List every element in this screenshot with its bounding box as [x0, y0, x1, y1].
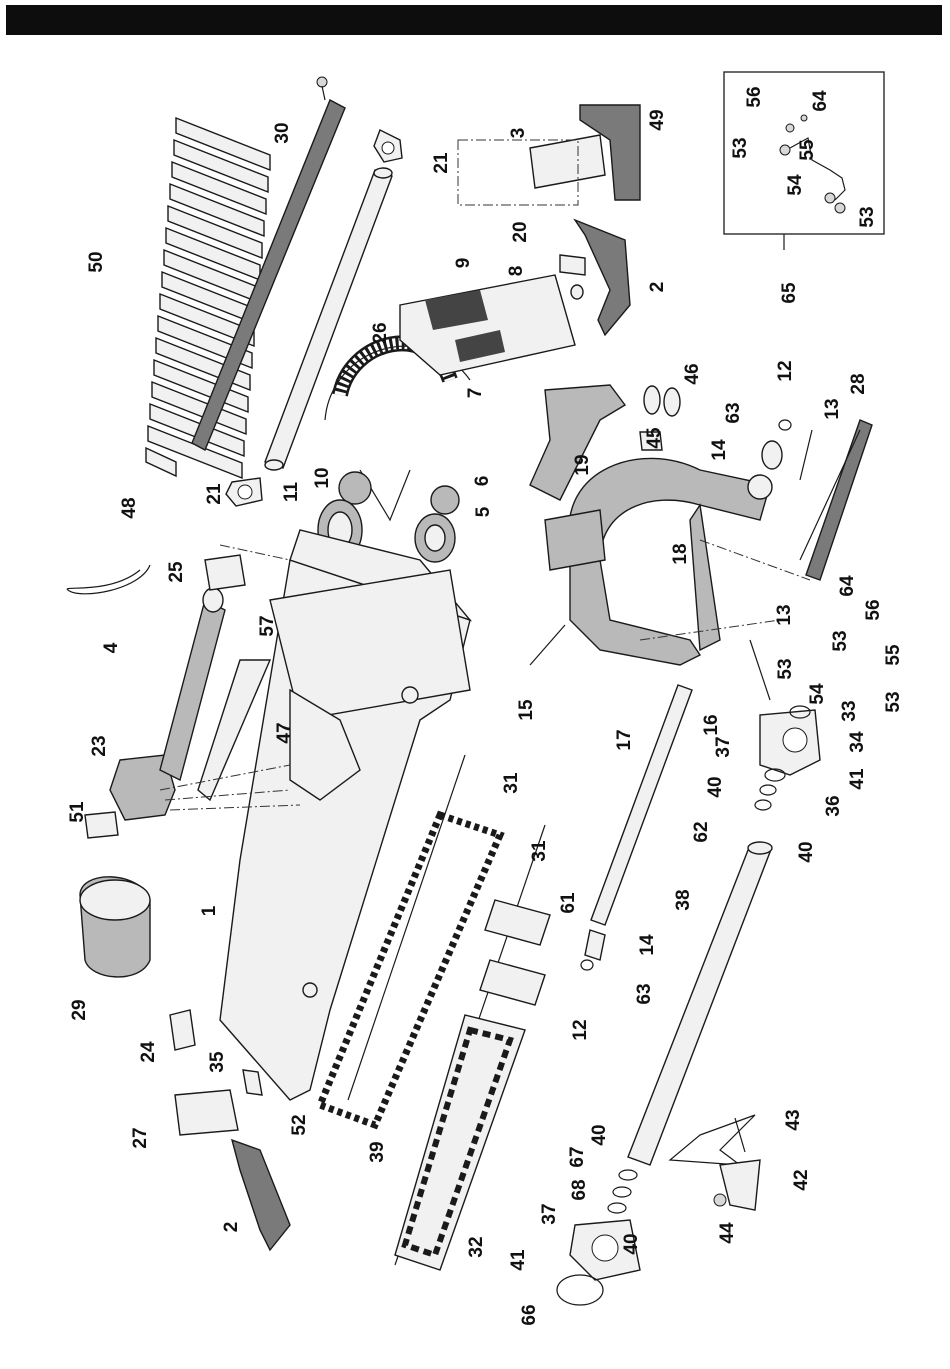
- part-callout-14: 14: [709, 439, 730, 461]
- part-callout-2: 2: [221, 1222, 242, 1233]
- part-callout-4: 4: [101, 642, 122, 653]
- part-callout-62: 62: [691, 821, 712, 842]
- part-callout-27: 27: [130, 1127, 151, 1148]
- part-callout-12: 12: [775, 360, 796, 381]
- part-callout-2: 2: [647, 282, 668, 293]
- part-callout-63: 63: [634, 983, 655, 1004]
- part-callout-16: 16: [701, 714, 722, 735]
- part-callout-21: 21: [204, 483, 225, 505]
- part-callout-46: 46: [682, 363, 703, 384]
- part-callout-52: 52: [289, 1114, 310, 1135]
- part-callout-49: 49: [647, 109, 668, 130]
- part-callout-40: 40: [705, 776, 726, 797]
- belt-cover: [400, 275, 575, 375]
- part-callout-65: 65: [779, 282, 800, 304]
- part-callout-68: 68: [569, 1179, 590, 1200]
- part-callout-56: 56: [744, 86, 765, 107]
- part-callout-64: 64: [810, 90, 831, 112]
- part-callout-67: 67: [567, 1146, 588, 1167]
- part-callout-45: 45: [644, 427, 665, 449]
- part-callout-3: 3: [508, 128, 529, 139]
- part-callout-35: 35: [207, 1051, 228, 1073]
- part-callout-37: 37: [539, 1203, 560, 1224]
- part-callout-63: 63: [723, 402, 744, 423]
- part-callout-30: 30: [272, 122, 293, 143]
- part-callout-33: 33: [839, 700, 860, 721]
- part-callout-54: 54: [807, 683, 828, 705]
- part-callout-38: 38: [673, 889, 694, 910]
- part-callout-11: 11: [281, 482, 302, 503]
- part-callout-25: 25: [166, 561, 187, 583]
- part-callout-1: 1: [199, 905, 220, 916]
- part-callout-8: 8: [506, 266, 527, 277]
- part-callout-29: 29: [69, 999, 90, 1020]
- part-callout-57: 57: [257, 615, 278, 636]
- part-callout-6: 6: [472, 476, 493, 487]
- part-callout-53: 53: [857, 206, 878, 227]
- part-callout-23: 23: [89, 735, 110, 756]
- part-callout-12: 12: [570, 1019, 591, 1040]
- part-callout-15: 15: [516, 699, 537, 721]
- part-callout-64: 64: [837, 575, 858, 597]
- part-callout-47: 47: [274, 722, 295, 743]
- part-callout-36: 36: [823, 795, 844, 816]
- part-callout-55: 55: [797, 139, 818, 161]
- part-callout-31: 31: [529, 840, 550, 862]
- part-callout-7: 7: [465, 388, 486, 399]
- part-callout-26: 26: [370, 322, 391, 343]
- part-callout-17: 17: [614, 729, 635, 750]
- part-callout-9: 9: [453, 258, 474, 269]
- part-callout-41: 41: [847, 768, 868, 790]
- part-callout-39: 39: [367, 1141, 388, 1162]
- part-callout-43: 43: [783, 1109, 804, 1130]
- part-callout-34: 34: [847, 731, 868, 753]
- part-callout-32: 32: [466, 1236, 487, 1257]
- part-callout-53: 53: [830, 630, 851, 651]
- part-callout-28: 28: [848, 373, 869, 394]
- part-callout-40: 40: [621, 1233, 642, 1254]
- part-callout-19: 19: [572, 454, 593, 475]
- part-callout-21: 21: [431, 152, 452, 174]
- part-callout-53: 53: [775, 658, 796, 679]
- part-callout-50: 50: [86, 251, 107, 272]
- part-callout-18: 18: [670, 543, 691, 564]
- part-callout-37: 37: [713, 736, 734, 757]
- part-callout-13: 13: [774, 604, 795, 625]
- part-callout-41: 41: [508, 1249, 529, 1271]
- part-callout-53: 53: [883, 691, 904, 712]
- part-callout-14: 14: [637, 934, 658, 956]
- part-callout-54: 54: [785, 174, 806, 196]
- part-callout-31: 31: [501, 772, 522, 794]
- part-callout-42: 42: [791, 1169, 812, 1190]
- part-callout-56: 56: [863, 599, 884, 620]
- part-callout-51: 51: [67, 801, 88, 823]
- part-callout-40: 40: [796, 841, 817, 862]
- part-callout-53: 53: [730, 137, 751, 158]
- part-callout-66: 66: [519, 1304, 540, 1325]
- part-callout-55: 55: [883, 644, 904, 666]
- part-callout-20: 20: [510, 221, 531, 242]
- part-callout-44: 44: [717, 1222, 738, 1244]
- part-callout-5: 5: [473, 506, 494, 517]
- part-callout-13: 13: [822, 398, 843, 419]
- part-callout-40: 40: [589, 1124, 610, 1145]
- part-callout-24: 24: [138, 1041, 159, 1063]
- part-callout-10: 10: [312, 467, 333, 488]
- part-callout-61: 61: [558, 892, 579, 914]
- part-callout-48: 48: [119, 497, 140, 518]
